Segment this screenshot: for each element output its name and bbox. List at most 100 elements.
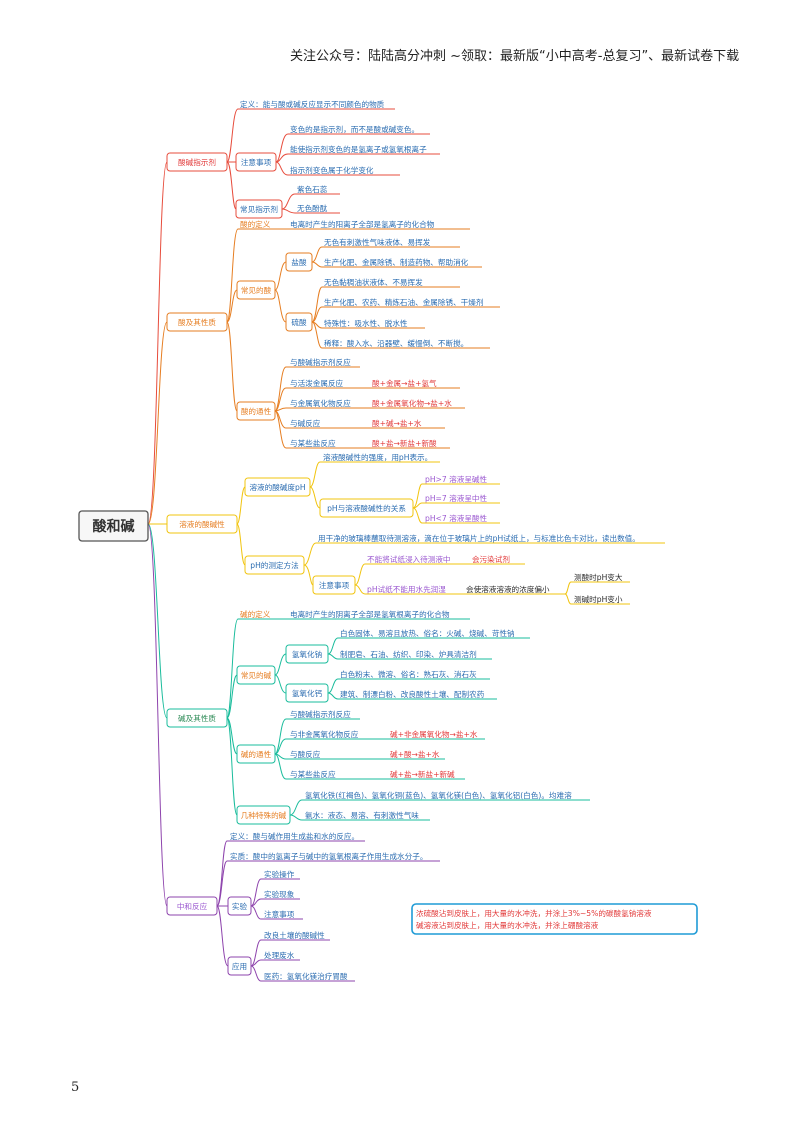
neutral-app-node [227,956,252,976]
acid-def-text: 电离时产生的阳离子全部是氢离子的化合物 [290,219,435,229]
base-special-2: 氨水：液态、易溶、有刺激性气味 [305,810,419,820]
acid-prop-3-eq: 酸+金属氧化物→盐+水 [372,398,452,408]
root-node [78,510,149,542]
neutral-exp-1: 实验操作 [264,869,295,879]
ph-note-2-result: 会使溶液溶液的浓度偏小 [466,584,550,594]
acidity-node [166,514,238,534]
naoh-1: 白色固体、易溶且放热、俗名：火碱、烧碱、苛性钠 [340,628,515,638]
safety-note-2: 碱溶液沾到皮肤上，用大量的水冲洗，并涂上硼酸溶液 [416,920,599,930]
neutral-exp-2: 实验现象 [264,889,295,899]
acid-label: 酸及其性质 [178,317,216,327]
base-props-label: 碱的通性 [241,749,272,759]
neutral-app-label: 应用 [232,961,247,971]
acidity-label: 溶液的酸碱性 [179,519,225,529]
base-prop-4-eq: 碱+盐→新盐+新碱 [390,769,455,779]
base-def-text: 电离时产生的阴离子全部是氢氧根离子的化合物 [290,609,450,619]
indicator-common-node [235,199,283,219]
base-special-node [236,805,291,825]
base-prop-1: 与酸碱指示剂反应 [290,709,351,719]
base-common-label: 常见的碱 [241,670,272,680]
caoh-2: 建筑、制漂白粉、改良酸性土壤、配制农药 [340,689,485,699]
caoh-1: 白色粉末、微溶、俗名：熟石灰、消石灰 [340,669,477,679]
hcl-node [285,252,313,272]
ph-note-2-sub-2: 测碱时pH变小 [574,594,623,604]
base-prop-2: 与非金属氧化物反应 [290,729,359,739]
naoh-label: 氢氧化钠 [292,649,322,659]
h2so4-4: 稀释：酸入水、沿器壁、缓慢倒、不断搅。 [324,338,468,348]
base-props-node [236,744,276,764]
base-prop-3: 与酸反应 [290,749,321,759]
neutral-definition: 定义：酸与碱作用生成盐和水的反应。 [230,831,359,841]
neutral-exp-node [227,896,252,916]
neutral-app-2: 处理废水 [264,950,295,960]
safety-callout [411,903,698,935]
neutral-exp-3: 注意事项 [264,909,295,919]
naoh-2: 制肥皂、石油、纺织、印染、炉具清洁剂 [340,649,477,659]
page-number: 5 [71,1080,80,1095]
indicator-note-2: 能使指示剂变色的是氢离子或氢氧根离子 [290,144,427,154]
ph-relation-1: pH>7 溶液呈碱性 [425,474,488,484]
ph-measure-desc: 用干净的玻璃棒蘸取待测溶液，滴在位于玻璃片上的pH试纸上，与标准比色卡对比，读出… [318,533,640,543]
caoh-node [285,683,329,703]
acid-prop-2-eq: 酸+金属→盐+氢气 [372,378,437,388]
acid-common-label: 常见的酸 [241,285,272,295]
ph-measure-label: pH的测定方法 [250,560,299,570]
h2so4-1: 无色黏稠油状液体、不易挥发 [324,277,423,287]
acid-prop-4-eq: 酸+碱→盐+水 [372,418,422,428]
root-label: 酸和碱 [93,518,135,535]
safety-note-1: 浓硫酸沾到皮肤上，用大量的水冲洗，并涂上3%~5%的碳酸氢钠溶液 [416,908,652,918]
neutral-label: 中和反应 [177,901,208,911]
indicator-common-1: 紫色石蕊 [297,184,328,194]
acid-prop-5: 与某些盐反应 [290,438,336,448]
acid-prop-2: 与活泼金属反应 [290,378,344,388]
indicator-notes-label: 注意事项 [241,157,272,167]
acid-props-label: 酸的通性 [241,406,272,416]
ph-relation-node [319,498,414,518]
base-special-label: 几种特殊的碱 [241,810,287,820]
h2so4-label: 硫酸 [291,317,307,327]
h2so4-2: 生产化肥、农药、精炼石油、金属除锈、干燥剂 [324,297,483,307]
acid-common-node [236,280,276,300]
acid-node [166,312,228,332]
base-prop-4: 与某些盐反应 [290,769,336,779]
ph-degree-desc: 溶液酸碱性的强度，用pH表示。 [323,452,432,462]
ph-degree-label: 溶液的酸碱度pH [249,482,305,492]
ph-relation-3: pH<7 溶液呈酸性 [425,513,488,523]
ph-note-2-sub-1: 测酸时pH变大 [574,572,623,582]
hcl-1: 无色有刺激性气味液体、易挥发 [324,237,431,247]
base-node [166,708,228,728]
ph-note-2: pH试纸不能用水先润湿 [367,584,446,594]
indicator-common-2: 无色酚酞 [297,203,328,213]
neutral-essence: 实质：酸中的氢离子与碱中的氢氧根离子作用生成水分子。 [230,851,427,861]
ph-notes-node [312,575,356,595]
indicator-common-label: 常见指示剂 [240,204,278,214]
neutral-app-3: 医药：氢氧化镁治疗胃酸 [264,971,348,981]
ph-degree-node [244,477,311,497]
ph-relation-label: pH与溶液酸碱性的关系 [327,503,406,513]
indicator-notes-node [235,152,277,172]
acid-prop-1: 与酸碱指示剂反应 [290,357,351,367]
indicator-definition: 定义：能与酸或碱反应显示不同颜色的物质 [240,99,385,109]
acid-def-label: 酸的定义 [240,219,271,229]
ph-notes-label: 注意事项 [319,580,350,590]
base-prop-2-eq: 碱+非金属氧化物→盐+水 [390,729,478,739]
h2so4-3: 特殊性：吸水性、脱水性 [324,318,408,328]
acid-prop-5-eq: 酸+盐→新盐+新酸 [372,438,437,448]
neutral-app-1: 改良土壤的酸碱性 [264,930,325,940]
indicator-label: 酸碱指示剂 [178,157,216,167]
acid-prop-4: 与碱反应 [290,418,321,428]
hcl-label: 盐酸 [291,257,307,267]
page-header: 关注公众号：陆陆高分冲刺 ~领取：最新版“小中高考-总复习”、最新试卷下载 [290,49,740,64]
base-prop-3-eq: 碱+酸→盐+水 [390,749,440,759]
ph-measure-node [244,555,305,575]
base-common-node [236,665,276,685]
hcl-2: 生产化肥、金属除锈、制造药物、帮助消化 [324,257,469,267]
indicator-note-3: 指示剂变色属于化学变化 [290,165,374,175]
neutral-exp-label: 实验 [232,901,248,911]
naoh-node [285,644,329,664]
base-special-1: 氢氧化铁(红褐色)、氢氧化铜(蓝色)、氢氧化镁(白色)、氢氧化铝(白色)。均难溶 [305,790,572,800]
neutral-node [166,896,218,916]
acid-props-node [236,401,276,421]
base-label: 碱及其性质 [178,713,216,723]
